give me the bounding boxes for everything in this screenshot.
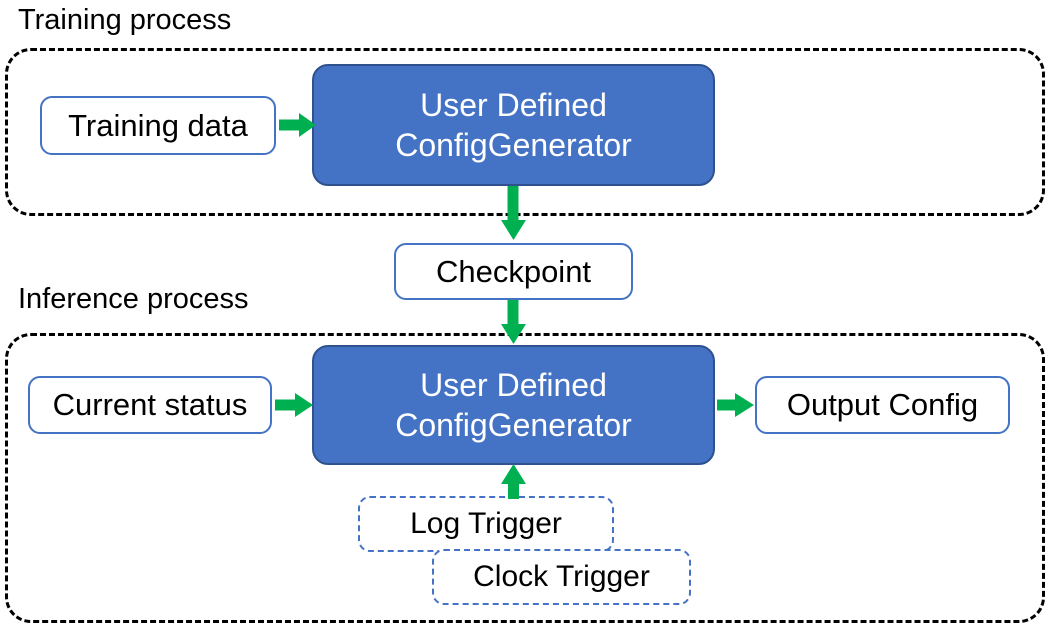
node-log-trigger[interactable]: Log Trigger (358, 496, 614, 552)
node-user-defined-config-generator-inference[interactable]: User Defined ConfigGenerator (312, 345, 715, 465)
generator-training-line2: ConfigGenerator (395, 127, 632, 163)
generator-inference-line1: User Defined (420, 367, 607, 403)
generator-training-line1: User Defined (420, 87, 607, 123)
node-clock-trigger[interactable]: Clock Trigger (432, 549, 691, 605)
node-output-config[interactable]: Output Config (755, 376, 1010, 434)
training-process-caption: Training process (18, 4, 232, 36)
node-training-data[interactable]: Training data (40, 96, 276, 155)
node-current-status[interactable]: Current status (28, 376, 272, 434)
node-user-defined-config-generator-training[interactable]: User Defined ConfigGenerator (312, 64, 715, 186)
node-checkpoint[interactable]: Checkpoint (394, 243, 633, 300)
inference-process-caption: Inference process (18, 283, 249, 315)
generator-inference-line2: ConfigGenerator (395, 407, 632, 443)
training-process-container (5, 48, 1045, 216)
